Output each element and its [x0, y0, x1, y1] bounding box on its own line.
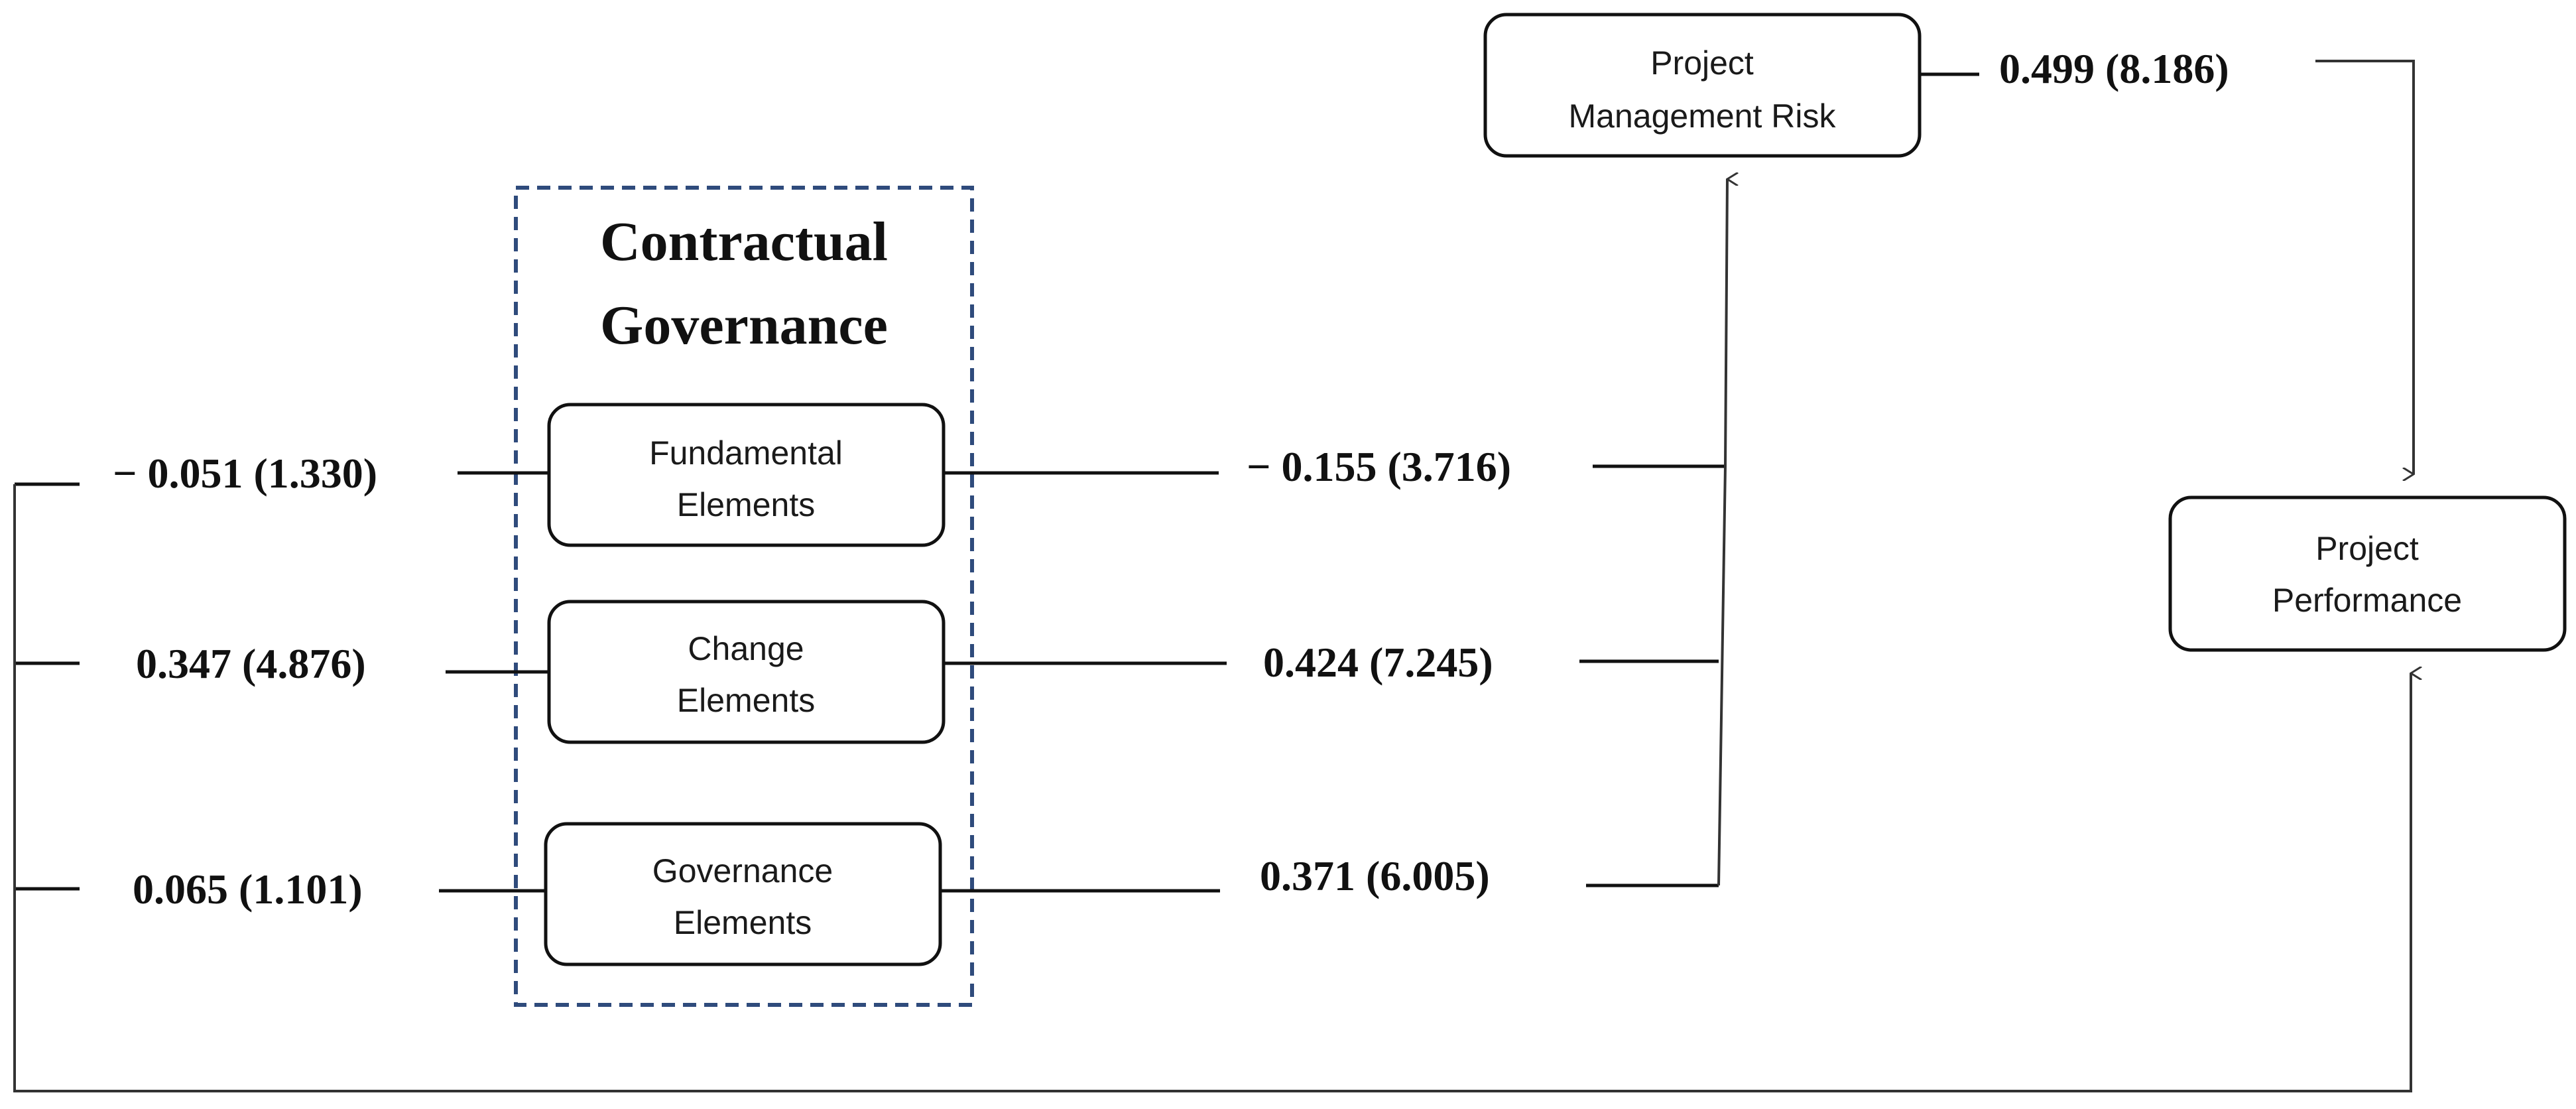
risk-label-line1: Project	[1650, 44, 1754, 82]
risk-label-line2: Management Risk	[1569, 98, 1837, 135]
performance-label-line2: Performance	[2272, 582, 2462, 619]
governance-elements-node	[544, 822, 942, 966]
indirect-effects-path-to-risk	[1717, 179, 1727, 886]
coef-fundamental-to-risk: − 0.155 (3.716)	[1247, 443, 1511, 490]
project-performance-node	[2168, 495, 2567, 652]
governance-elements-label-line1: Governance	[652, 852, 833, 889]
coef-change-to-performance: 0.347 (4.876)	[136, 640, 366, 687]
governance-elements-label-line2: Elements	[674, 904, 812, 941]
performance-label-line1: Project	[2315, 530, 2419, 567]
direct-effects-path-to-performance	[13, 484, 2411, 1092]
coef-risk-to-performance: 0.499 (8.186)	[1999, 45, 2229, 92]
change-elements-label-line1: Change	[688, 630, 804, 667]
coef-governance-to-performance: 0.065 (1.101)	[133, 866, 363, 913]
change-elements-node	[547, 600, 946, 744]
change-elements-label-line2: Elements	[677, 682, 815, 719]
fundamental-elements-label-line1: Fundamental	[649, 434, 843, 472]
project-management-risk-node	[1483, 13, 1922, 158]
coef-change-to-risk: 0.424 (7.245)	[1263, 639, 1493, 686]
risk-to-performance-path	[2315, 60, 2415, 474]
fundamental-elements-node	[547, 403, 946, 547]
coef-fundamental-to-performance: − 0.051 (1.330)	[113, 450, 377, 497]
fundamental-elements-label-line2: Elements	[677, 486, 815, 523]
group-title-line1: Contractual	[600, 211, 888, 273]
group-title-line2: Governance	[600, 294, 888, 356]
coef-governance-to-risk: 0.371 (6.005)	[1260, 852, 1490, 899]
